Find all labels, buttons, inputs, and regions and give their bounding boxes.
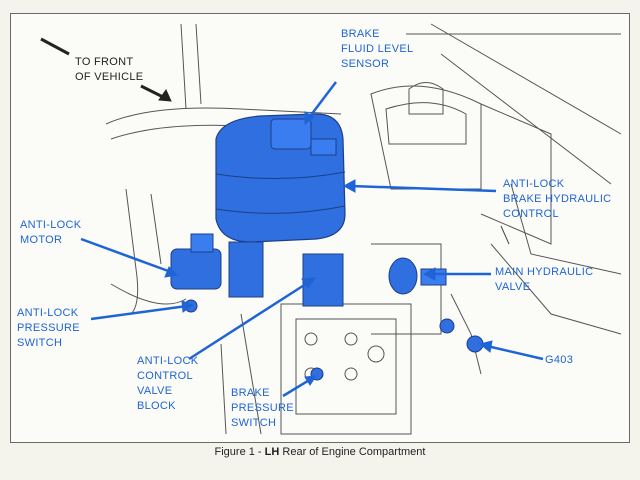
figure-frame: TO FRONT OF VEHICLE BRAKE FLUID LEVEL SE…	[10, 13, 630, 443]
anti-lock-motor-part	[170, 233, 222, 290]
label-main-hydraulic-valve: MAIN HYDRAULIC VALVE	[495, 266, 594, 293]
main-hydraulic-valve-part	[388, 257, 418, 295]
leader-line	[500, 225, 510, 245]
label-anti-lock-motor: ANTI-LOCK MOTOR	[20, 219, 82, 246]
caption-prefix: Figure 1 -	[214, 446, 265, 458]
caption-bold: LH	[264, 446, 280, 458]
label-brake-fluid-level-sensor: BRAKE FLUID LEVEL SENSOR	[341, 28, 414, 70]
engine-illustration	[40, 23, 622, 435]
reservoir-outlet	[228, 241, 264, 298]
callout-arrows	[80, 81, 544, 398]
to-front-arrows	[40, 37, 172, 102]
figure-caption: Figure 1 - LH Rear of Engine Compartment	[0, 446, 640, 458]
label-anti-lock-control-valve-block: ANTI-LOCK CONTROL VALVE BLOCK	[137, 355, 199, 412]
brake-fluid-reservoir	[215, 113, 346, 243]
caption-suffix: Rear of Engine Compartment	[279, 446, 426, 458]
label-anti-lock-pressure-switch: ANTI-LOCK PRESSURE SWITCH	[17, 307, 80, 349]
ground-g403-part	[439, 318, 455, 334]
label-brake-pressure-switch: BRAKE PRESSURE SWITCH	[231, 387, 294, 429]
engine-background-linework	[105, 23, 622, 435]
label-anti-lock-brake-hydraulic-control: ANTI-LOCK BRAKE HYDRAULIC CONTROL	[503, 178, 612, 220]
label-to-front-of-vehicle: TO FRONT OF VEHICLE	[75, 56, 144, 83]
label-g403: G403	[545, 354, 574, 366]
